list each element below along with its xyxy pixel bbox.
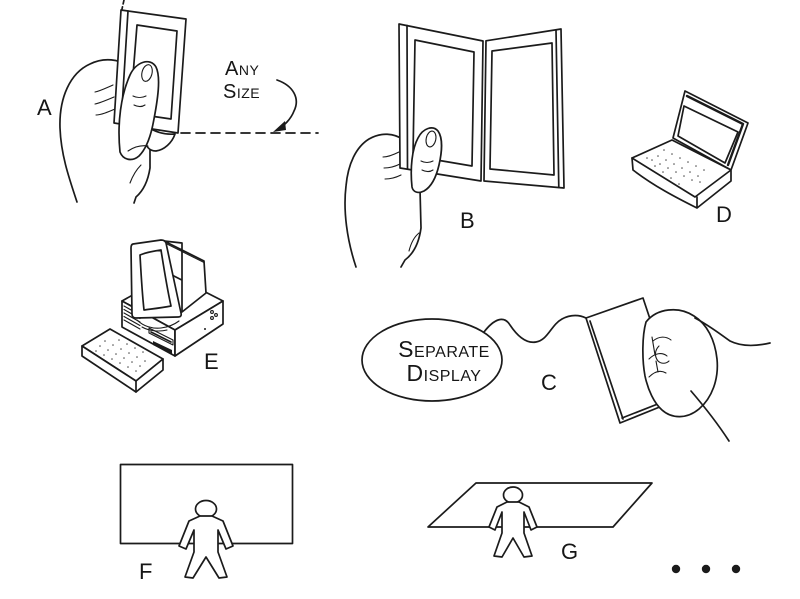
tablet-c-spine [589,320,624,420]
floor-display-outline [427,482,653,528]
panel-b-right-edge [555,29,560,189]
label-g: G [561,539,578,564]
monitor-bezel [130,239,183,319]
stylus [651,336,659,373]
hand-c-fingertip [654,345,670,364]
any-size-text-line1: Any [225,58,259,80]
label-d: D [716,202,732,227]
hand-a-palm-crease [127,145,149,184]
hand-a-thumb-creases [132,95,147,108]
hand-a-finger-creases [94,84,116,116]
connector-cable [483,314,587,344]
panel-b-right-outline [483,28,565,189]
laptop-lid-edge [685,94,745,167]
floppy-slot-inner [150,331,172,343]
laptop-base-skirt [631,157,732,209]
label-b: B [460,208,475,233]
device-b-foldable-display [344,23,565,268]
monitor-vent-hatches [166,243,205,263]
any-size-annotation: Any Size [180,58,319,134]
device-a-handheld-display [59,0,187,204]
tablet-a-top-dash [121,0,125,10]
any-size-arrowhead [273,121,286,132]
panel-b-right-screen [489,42,555,176]
laptop-screen [677,105,739,164]
person-f-body [178,515,234,579]
separate-display-text-line1: Separate [398,336,490,362]
separate-display-text-line2: Display [407,360,482,386]
ellipsis-dot-3 [731,564,741,574]
hand-a-thumbnail [141,64,153,82]
case-right-face [174,300,224,357]
ellipsis-dots-icon [671,564,741,574]
laptop-keyboard-stipple [646,149,705,185]
panel-b-left-screen [412,39,475,167]
label-f: F [139,559,152,584]
label-c: C [541,370,557,395]
hand-c-outline [642,308,719,418]
hand-b-thumbnail [425,130,437,148]
any-size-arrow-curve [276,79,298,131]
separate-display-bubble [361,318,503,402]
floppy-slot-lower [153,341,172,354]
monitor-screen [139,249,172,311]
device-e-desktop-computer [81,239,224,393]
device-f-wall-display [119,463,294,579]
keyboard-stipple [95,339,146,372]
device-d-laptop [631,90,749,209]
panel-b-left-spine [406,24,409,170]
monitor-base-curves [136,319,180,332]
ellipsis-dot-2 [701,564,711,574]
label-e: E [204,349,219,374]
hand-c-arm-bottom [690,390,730,442]
device-c-separate-display: Separate Display [361,297,771,442]
floppy-slot-outline [148,327,174,346]
person-g-body [488,501,538,558]
figure-letter-labels: A B C D E F G [37,95,732,584]
person-f-head [194,499,218,519]
label-a: A [37,95,52,120]
hand-b-thumb-creases [420,160,434,173]
ellipsis-dot-1 [671,564,681,574]
any-size-text-line2: Size [223,81,260,103]
hand-b-wrist-crease [408,232,420,252]
hand-b-finger-creases [382,151,402,180]
case-side-marks [204,310,218,330]
hand-c-arm-top [694,317,771,347]
device-g-floor-display [427,482,653,558]
hand-a-index-finger [145,125,176,152]
hand-a-thumb [118,60,160,161]
person-g-head [502,486,524,504]
